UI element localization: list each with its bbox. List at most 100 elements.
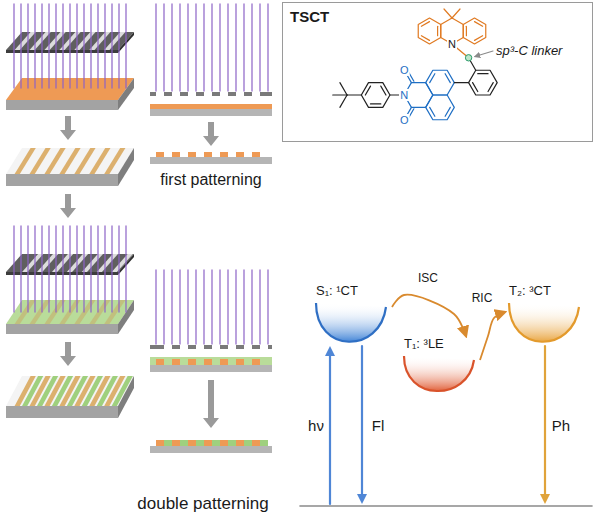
uv-light xyxy=(219,270,220,344)
pattern-stripe xyxy=(104,148,125,174)
process-arrow xyxy=(60,342,76,366)
photomask xyxy=(260,92,268,96)
bond xyxy=(347,94,361,95)
pattern-dot xyxy=(172,152,180,157)
process-arrow xyxy=(60,116,76,140)
photomask xyxy=(196,92,204,96)
substrate-top xyxy=(6,148,134,174)
photo-film xyxy=(150,357,272,365)
uv-light xyxy=(195,4,196,91)
photomask-front xyxy=(6,272,118,275)
uv-light xyxy=(90,4,91,88)
uv-light xyxy=(211,4,212,91)
bond xyxy=(333,94,347,95)
uv-light xyxy=(235,4,236,91)
atom-label: O xyxy=(399,114,410,126)
double-bond xyxy=(488,83,493,92)
uv-light xyxy=(187,270,188,344)
photomask xyxy=(220,345,228,349)
edge-label: ISC xyxy=(416,272,440,286)
uv-light xyxy=(243,270,244,344)
pattern-dot xyxy=(196,440,204,446)
process-arrow xyxy=(203,122,219,146)
substrate-front xyxy=(6,174,118,186)
uv-light xyxy=(251,4,252,91)
pattern-dot xyxy=(188,152,196,157)
uv-light xyxy=(62,4,63,88)
pattern-dot xyxy=(236,440,244,446)
mask-slit xyxy=(104,32,125,50)
pattern-dot xyxy=(204,440,212,446)
pattern-dot xyxy=(220,440,228,446)
uv-light xyxy=(203,270,204,344)
uv-light xyxy=(41,226,42,312)
well-curve xyxy=(316,303,386,342)
photomask xyxy=(164,92,172,96)
naphthalimide xyxy=(333,69,497,121)
aromatic-ring xyxy=(361,83,390,108)
well-fill xyxy=(316,303,386,342)
leader-line xyxy=(475,51,493,57)
uv-light xyxy=(104,226,105,312)
uv-light xyxy=(227,270,228,344)
double-bond xyxy=(445,74,450,83)
pattern-dot xyxy=(204,359,212,365)
bond xyxy=(452,9,460,18)
uv-light xyxy=(155,270,156,344)
transition-arrow xyxy=(329,354,331,504)
pattern-dot xyxy=(172,440,180,446)
uv-light xyxy=(219,4,220,91)
uv-light xyxy=(211,270,212,344)
uv-light xyxy=(90,226,91,312)
photomask xyxy=(268,92,272,96)
energy-well: T₁: ³LE xyxy=(400,336,480,398)
photomask xyxy=(252,345,260,349)
uv-light xyxy=(20,226,21,312)
node-text: T₁: ³LE xyxy=(404,337,444,352)
uv-light xyxy=(259,270,260,344)
uv-light xyxy=(97,4,98,88)
substrate-front xyxy=(6,406,118,418)
photomask xyxy=(228,92,236,96)
pattern-dot xyxy=(180,440,188,446)
double-bond xyxy=(475,22,483,27)
substrate-top xyxy=(6,376,134,406)
uv-light xyxy=(155,4,156,91)
node-text: T₂: ³CT xyxy=(509,284,551,299)
energy-well: S₁: ¹CT xyxy=(312,283,392,350)
uv-light xyxy=(48,226,49,312)
well-fill xyxy=(404,356,474,391)
substrate-front xyxy=(6,324,118,334)
uv-light xyxy=(118,226,119,312)
atom-label: O xyxy=(399,64,410,76)
uv-light xyxy=(187,4,188,91)
bond xyxy=(454,82,468,83)
uv-light xyxy=(125,4,126,88)
uv-light xyxy=(76,226,77,312)
pattern-dot xyxy=(156,152,164,157)
transition-label: Ph xyxy=(552,418,570,435)
substrate xyxy=(150,365,272,372)
pattern-dot xyxy=(212,440,220,446)
energy-well: T₂: ³CT xyxy=(505,283,585,350)
uv-light xyxy=(163,4,164,91)
uv-light xyxy=(34,4,35,88)
substrate xyxy=(150,446,272,453)
step-caption: double patterning xyxy=(137,495,268,514)
transition-arrow xyxy=(480,312,505,360)
double-bond xyxy=(478,73,488,74)
photo-film xyxy=(150,104,272,109)
aromatic-ring xyxy=(426,95,455,120)
well-fill xyxy=(509,303,579,342)
photomask xyxy=(268,345,272,349)
ground-state xyxy=(300,505,592,507)
aromatic-ring xyxy=(418,18,441,44)
double-bond xyxy=(466,26,467,35)
pattern-dot xyxy=(220,152,228,157)
pattern-dot xyxy=(164,440,172,446)
pattern-dot xyxy=(236,359,244,365)
substrate xyxy=(150,109,272,116)
uv-light xyxy=(27,4,28,88)
uv-light xyxy=(34,226,35,312)
